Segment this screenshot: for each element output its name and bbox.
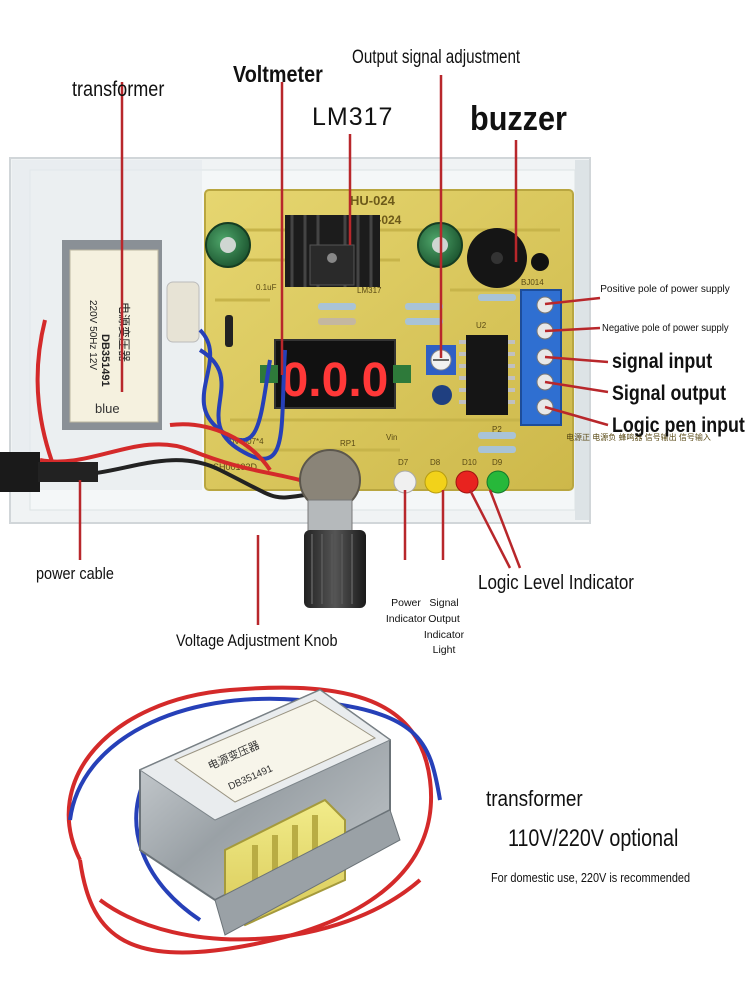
label-logic-pen-input: Logic pen input <box>612 414 745 437</box>
label-signal-output: Signal output <box>612 382 727 405</box>
silk-terminal-id: BJ014 <box>521 278 544 287</box>
transistor <box>531 253 549 271</box>
model-mark: HU-024 <box>350 193 396 208</box>
label-signal-output-indicator: Signal Output Indicator Light <box>423 597 465 657</box>
label-signal-input: signal input <box>612 350 713 373</box>
ic-chip <box>459 335 515 415</box>
silk-rp1: RP1 <box>340 439 356 448</box>
silk-vin: Vin <box>386 433 397 442</box>
silk-d9: D9 <box>492 458 503 467</box>
label-power-cable: power cable <box>36 564 114 583</box>
capacitor-left <box>205 222 251 268</box>
label-negative-pole: Negative pole of power supply <box>602 322 729 334</box>
sticker-color: blue <box>95 401 120 416</box>
signal-trimmer <box>426 345 456 405</box>
voltage-knob <box>299 449 366 608</box>
power-cable-plug <box>0 452 98 492</box>
transformer-bottom: 电源变压器 DB351491 <box>66 685 442 955</box>
silk-cap: 0.1uF <box>256 283 277 292</box>
label-transformer-bottom: transformer <box>486 786 583 811</box>
transformer-top: 电源变压器 220V 50Hz 12V DB351491 blue <box>62 240 200 430</box>
label-transformer-top: transformer <box>72 78 165 101</box>
voltmeter-display: 0.0.0 <box>260 339 411 409</box>
silk-d7: D7 <box>398 458 409 467</box>
label-voltage-adjustment-knob: Voltage Adjustment Knob <box>176 631 338 650</box>
label-buzzer: buzzer <box>470 100 567 138</box>
label-logic-level-indicator: Logic Level Indicator <box>478 572 634 594</box>
silk-lm: LM317 <box>357 286 382 295</box>
silk-d10: D10 <box>462 458 477 467</box>
label-power-indicator: Power Indicator <box>385 597 427 625</box>
label-voltage-options: 110V/220V optional <box>508 825 679 852</box>
buzzer-component <box>467 228 527 288</box>
resistors <box>225 294 516 453</box>
lm317-regulator <box>285 215 380 287</box>
led-row <box>393 470 510 494</box>
pointer-lines <box>78 75 609 625</box>
label-lm317: LM317 <box>312 103 394 131</box>
silk-p2: P2 <box>492 425 502 434</box>
transformer-top-code: DB351491 <box>99 334 111 387</box>
transformer-top-text: 电源变压器 <box>117 302 132 362</box>
display-digits: 0.0.0 <box>282 354 389 407</box>
silk-d8: D8 <box>430 458 441 467</box>
terminal-text: 电源正 电源负 蜂鸣器 信号输出 信号输入 <box>566 432 711 442</box>
silk-u2: U2 <box>476 321 487 330</box>
transformer-top-volt: 220V 50Hz 12V <box>87 300 98 370</box>
label-positive-pole: Positive pole of power supply <box>600 284 730 295</box>
label-domestic-note: For domestic use, 220V is recommended <box>491 870 691 885</box>
label-output-signal-adjustment: Output signal adjustment <box>352 47 521 68</box>
label-voltmeter: Voltmeter <box>233 61 323 87</box>
